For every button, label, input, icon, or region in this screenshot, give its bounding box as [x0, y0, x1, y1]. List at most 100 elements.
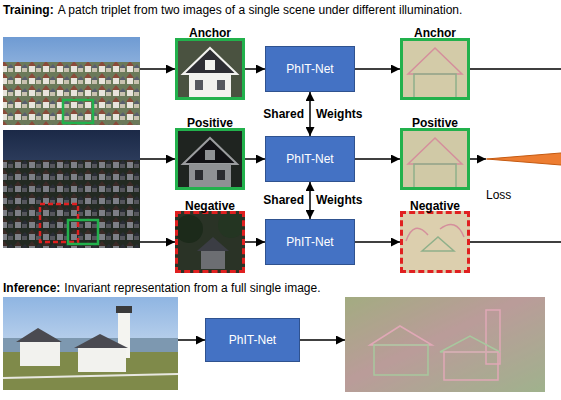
edge-trace: [414, 164, 456, 188]
fence: [3, 374, 178, 378]
connector-arrow: [470, 158, 486, 160]
house-window: [195, 80, 203, 90]
loss-diamond: Loss: [486, 134, 561, 184]
connector-arrow: [470, 69, 561, 134]
section-heading: Training:: [3, 3, 54, 17]
house-window: [217, 80, 225, 90]
edge-trace: [440, 336, 500, 352]
inference-output-image: [345, 297, 545, 392]
flow-arrow: [178, 339, 205, 341]
shared-weights-label: Weights: [316, 107, 362, 121]
connector-arrow: [355, 68, 400, 70]
edge-trace: [414, 74, 456, 98]
diamond-outline: [486, 134, 561, 184]
invariant-ground: [400, 211, 470, 273]
section-caption: Invariant representation from a full sin…: [64, 281, 320, 295]
negative-output: Negative: [400, 211, 470, 273]
box-label: PhIT-Net: [286, 62, 333, 76]
photo-town: [3, 62, 140, 125]
lighthouse-lamp: [116, 306, 132, 313]
patch-ground: [175, 211, 245, 273]
flow-arrow: [300, 339, 345, 341]
flow-arrow: [140, 241, 175, 243]
positive-crop-box: [68, 220, 98, 244]
house-roof: [183, 48, 237, 74]
house-window: [195, 170, 203, 180]
network-box: PhIT-Net: [265, 219, 355, 265]
negative-output-image: [400, 211, 470, 273]
network-box: PhIT-Net: [265, 136, 355, 182]
network-box: PhIT-Net: [205, 318, 300, 362]
photo-town: [3, 160, 140, 248]
connector-arrow: [245, 68, 265, 70]
house-window: [205, 150, 215, 160]
patch-heading: Anchor: [414, 26, 456, 40]
shared-weights-label: Shared: [263, 193, 304, 207]
patch-ground: [175, 128, 245, 190]
connector-arrow: [245, 241, 265, 243]
day-photo: [3, 37, 140, 125]
anchor-output-image: [400, 38, 470, 100]
negative-patch: Negative: [175, 211, 245, 273]
house-roof: [197, 237, 229, 251]
box-label: PhIT-Net: [286, 235, 333, 249]
positive-patch-image: [175, 128, 245, 190]
photo-sky: [3, 297, 178, 390]
house-wall: [201, 251, 225, 269]
tree: [175, 215, 203, 243]
patch-heading: Negative: [410, 199, 460, 213]
edge-trace: [408, 138, 462, 164]
connector-arrow: [309, 92, 311, 136]
invariant-ground: [400, 38, 470, 100]
connector-arrow: [309, 182, 311, 219]
edge-trace: [374, 345, 428, 375]
edge-trace: [444, 352, 498, 380]
edge-trace: [408, 48, 462, 74]
positive-output-image: [400, 128, 470, 190]
connector-arrow: [355, 241, 400, 243]
negative-patch-image: [175, 211, 245, 273]
night-photo: [3, 130, 140, 248]
loss-label: Loss: [486, 188, 561, 202]
edge-trace: [370, 326, 432, 345]
section-heading: Inference:: [3, 281, 60, 295]
network-box: PhIT-Net: [265, 46, 355, 92]
patch-ground: [175, 38, 245, 100]
patch-heading: Positive: [187, 116, 233, 130]
patch-heading: Anchor: [189, 26, 231, 40]
anchor-crop-box: [63, 100, 93, 123]
shared-weights-label: Shared: [263, 107, 304, 121]
house-window: [205, 60, 215, 70]
house-wall: [78, 348, 126, 372]
invariant-ground: [345, 297, 545, 392]
diamond-shape: [487, 135, 561, 184]
positive-patch: Positive: [175, 128, 245, 190]
flow-arrow: [140, 68, 175, 70]
house-roof: [74, 334, 128, 348]
flow-arrow: [140, 158, 175, 160]
photo-sky: [3, 37, 140, 125]
inference-photo: [3, 297, 178, 390]
connector-arrow: [470, 184, 561, 242]
house-roof: [183, 138, 237, 164]
positive-output: Positive: [400, 128, 470, 190]
shared-weights-label: Weights: [316, 193, 362, 207]
anchor-output: Anchor: [400, 38, 470, 100]
house-roof: [16, 328, 62, 342]
house-wall: [20, 342, 60, 366]
house-wall: [189, 74, 231, 100]
house-window: [217, 170, 225, 180]
patch-heading: Negative: [185, 199, 235, 213]
invariant-ground: [400, 128, 470, 190]
section-caption: A patch triplet from two images of a sin…: [58, 3, 463, 17]
photo-sky: [3, 130, 140, 248]
connector-arrow: [245, 158, 265, 160]
house-wall: [189, 164, 231, 190]
connector-arrow: [355, 158, 400, 160]
patch-heading: Positive: [412, 116, 458, 130]
edge-trace: [422, 237, 454, 251]
layout-arrows: [140, 69, 345, 340]
invariant-tint: [345, 297, 545, 392]
edge-trace: [406, 225, 464, 242]
